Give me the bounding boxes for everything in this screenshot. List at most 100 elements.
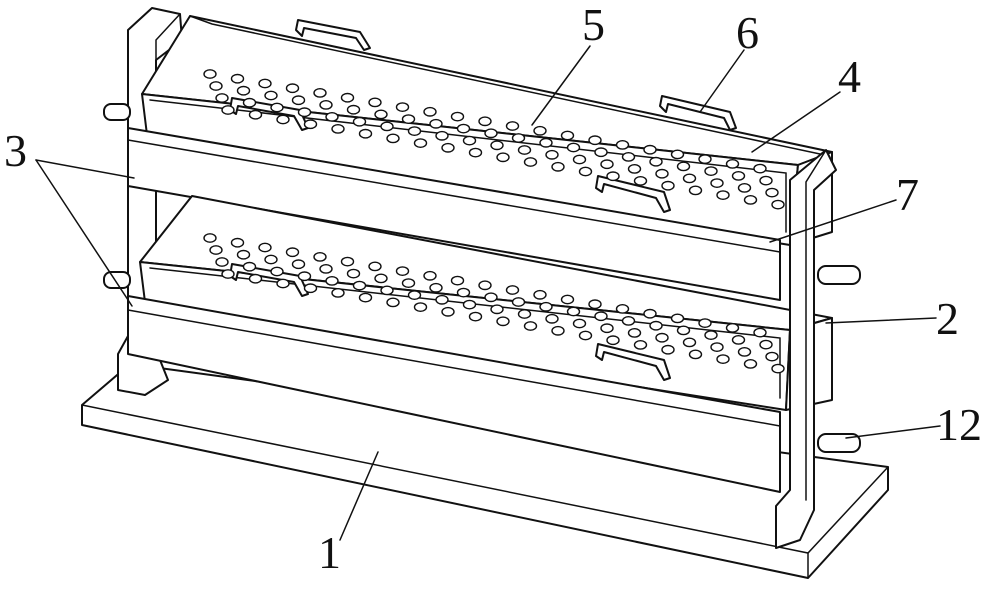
hole xyxy=(429,118,443,129)
hole xyxy=(270,266,284,277)
hole xyxy=(368,261,382,272)
hole xyxy=(710,342,724,352)
hole xyxy=(578,166,593,177)
hole xyxy=(600,323,614,334)
hole xyxy=(759,175,773,186)
hole xyxy=(578,330,593,341)
hole xyxy=(560,294,575,305)
hole xyxy=(276,278,290,289)
hole xyxy=(698,154,712,165)
hole xyxy=(270,102,284,113)
hole xyxy=(435,130,449,141)
hole xyxy=(505,285,520,295)
hole xyxy=(496,152,510,163)
hole xyxy=(759,339,773,350)
hole xyxy=(285,247,300,258)
hole xyxy=(682,173,697,184)
hole xyxy=(588,135,602,146)
hole xyxy=(600,159,614,170)
hole xyxy=(325,275,339,286)
hole xyxy=(203,69,217,79)
lower-rail xyxy=(127,295,781,493)
hole xyxy=(615,303,630,314)
hole xyxy=(441,142,455,153)
hole xyxy=(303,283,318,294)
hole xyxy=(203,233,217,243)
hole xyxy=(682,337,697,348)
hole xyxy=(737,346,752,357)
hole xyxy=(242,97,257,108)
hole xyxy=(230,237,245,248)
hole xyxy=(380,285,394,296)
hole xyxy=(484,128,498,139)
hole xyxy=(319,263,333,274)
hole xyxy=(358,128,373,139)
hole xyxy=(285,83,300,94)
hole xyxy=(511,133,526,143)
hole xyxy=(291,259,306,270)
hole xyxy=(743,358,758,369)
hole xyxy=(688,349,703,360)
hole xyxy=(633,339,648,350)
hole xyxy=(643,308,657,319)
hole xyxy=(545,313,559,324)
hole xyxy=(698,318,712,328)
hole xyxy=(468,311,483,322)
hole xyxy=(670,149,685,160)
hole xyxy=(368,97,382,108)
hole xyxy=(621,151,636,162)
hole xyxy=(606,335,620,346)
hole xyxy=(380,121,394,132)
hole xyxy=(765,187,779,198)
hole xyxy=(511,297,526,307)
hole xyxy=(505,121,520,131)
hole xyxy=(450,275,465,286)
hole xyxy=(771,363,785,374)
hole xyxy=(661,344,675,355)
hole xyxy=(352,280,367,291)
hole xyxy=(215,257,229,267)
left-rods xyxy=(103,103,131,289)
hole xyxy=(478,116,492,127)
hole xyxy=(704,166,718,177)
hole xyxy=(484,292,498,303)
hole xyxy=(209,245,223,255)
hole xyxy=(319,100,333,110)
hole xyxy=(221,105,235,115)
label-slot-block: 7 xyxy=(896,169,919,220)
hole xyxy=(731,170,746,181)
label-base: 1 xyxy=(318,527,341,578)
right-rods xyxy=(817,265,861,453)
hole xyxy=(429,282,443,293)
hole xyxy=(435,294,449,305)
hole xyxy=(407,126,422,137)
hole xyxy=(572,154,587,165)
hole xyxy=(737,182,752,193)
hole xyxy=(215,93,229,103)
hole xyxy=(450,111,465,122)
hole xyxy=(242,261,257,272)
hole xyxy=(710,178,724,189)
hole xyxy=(230,73,245,84)
hole xyxy=(352,116,367,127)
hole xyxy=(291,95,306,106)
hole xyxy=(462,299,477,310)
hole xyxy=(517,309,532,319)
hole xyxy=(627,327,642,338)
hole xyxy=(401,278,416,288)
right-frame xyxy=(775,149,837,549)
hole xyxy=(297,107,312,118)
label-rod: 12 xyxy=(936,399,982,450)
hole xyxy=(716,354,730,364)
hole xyxy=(395,102,410,113)
hole xyxy=(386,297,400,308)
hole xyxy=(725,322,740,333)
hole xyxy=(551,325,565,336)
hole xyxy=(731,334,746,345)
part-labels: 1 2 3 4 5 6 7 12 xyxy=(4,0,982,578)
hole xyxy=(258,78,272,89)
label-hole: 5 xyxy=(582,0,605,50)
hole xyxy=(221,269,235,279)
hole xyxy=(588,299,602,310)
hole xyxy=(374,273,388,284)
